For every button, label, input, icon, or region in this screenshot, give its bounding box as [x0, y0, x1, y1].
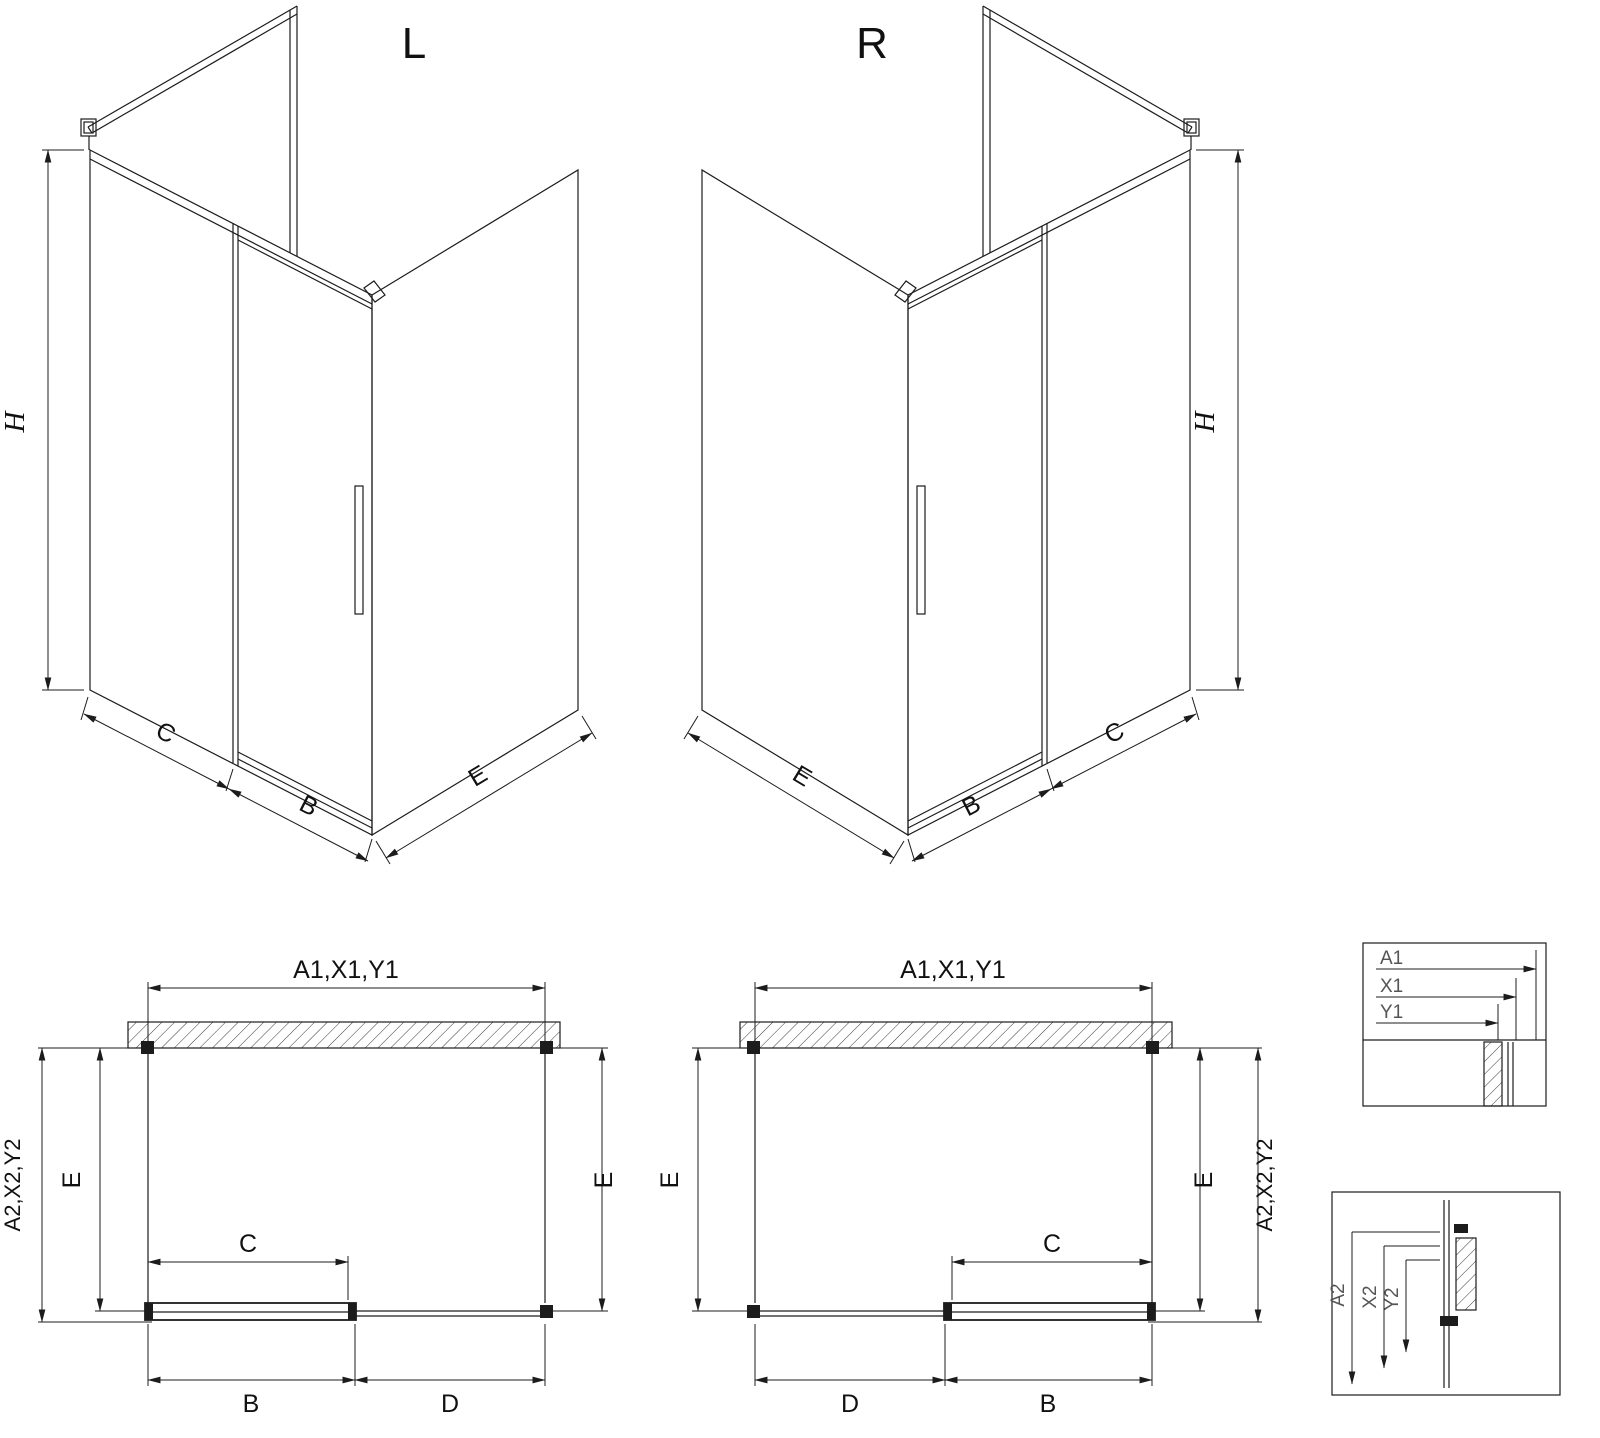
dimension-e: E — [683, 715, 905, 865]
dim-label-e: E — [58, 1172, 86, 1189]
corner-connector — [363, 280, 386, 303]
detail-label-a1: A1 — [1380, 948, 1403, 969]
dim-label-d: D — [441, 1390, 459, 1418]
back-wall-panel — [982, 5, 1200, 256]
wall-section-hatched — [739, 1021, 1173, 1049]
door-top-profile — [237, 239, 373, 310]
detail-label-y1: Y1 — [1380, 1002, 1403, 1023]
dimension-e-right: E — [1148, 1047, 1262, 1312]
dim-label-e: E — [656, 1172, 684, 1189]
dim-label-b: B — [243, 1390, 260, 1418]
dim-label-b: B — [958, 790, 986, 823]
dim-label-c: C — [1043, 1230, 1061, 1258]
corner-connector — [894, 280, 917, 303]
sliding-wall — [907, 149, 1191, 836]
detail-box-wall-profile-top: A1 X1 Y1 — [1362, 942, 1547, 1107]
detail-label-y2: Y2 — [1382, 1287, 1403, 1310]
wall-section-hatched — [1483, 1041, 1503, 1107]
dimension-e-right: E — [548, 1047, 618, 1312]
dimension-a2: A2,X2,Y2 — [0, 1047, 152, 1323]
dimension-height: H — [1189, 149, 1244, 691]
dimension-c: C — [951, 1230, 1153, 1300]
corner-bracket — [540, 1305, 553, 1318]
dimension-b-d: B D — [147, 1324, 546, 1418]
dimension-e-left: E — [38, 1047, 152, 1312]
iso-view-right: R — [683, 5, 1244, 865]
detail-label-x1: X1 — [1380, 976, 1403, 997]
dim-label-c: C — [151, 716, 180, 749]
dim-label-e: E — [1190, 1172, 1218, 1189]
iso-view-left: L — [0, 5, 597, 865]
dimension-e: E — [375, 715, 597, 865]
dim-label-a2: A2,X2,Y2 — [0, 1139, 25, 1232]
sliding-door-plan — [144, 1302, 357, 1321]
side-panel — [371, 168, 579, 837]
dimension-a2: A2,X2,Y2 — [1148, 1047, 1277, 1323]
dim-label-a2: A2,X2,Y2 — [1252, 1139, 1277, 1232]
corner-bracket — [540, 1041, 553, 1054]
sliding-door-plan — [943, 1302, 1156, 1321]
iso-left-title: L — [402, 19, 426, 68]
dimension-a1: A1,X1,Y1 — [754, 956, 1153, 1045]
top-rail — [907, 158, 1191, 305]
door-handle — [354, 485, 364, 615]
dimension-b: B — [228, 788, 373, 863]
dim-label-d: D — [841, 1390, 859, 1418]
dim-label-h: H — [1189, 409, 1221, 433]
iso-right-title: R — [856, 19, 888, 68]
dimension-b: B — [907, 788, 1052, 863]
detail-label-x2: X2 — [1360, 1285, 1381, 1308]
top-rail — [89, 158, 373, 305]
dimension-c: C — [80, 696, 234, 792]
sliding-wall — [89, 149, 373, 836]
profile-section-hatched — [1455, 1237, 1477, 1311]
dimension-c: C — [1046, 696, 1200, 792]
door-handle — [916, 485, 926, 615]
dim-label-a1: A1,X1,Y1 — [900, 956, 1006, 984]
dim-label-c: C — [239, 1230, 257, 1258]
corner-bracket — [747, 1305, 760, 1318]
detail-label-a2: A2 — [1328, 1283, 1349, 1306]
dim-label-h: H — [0, 409, 31, 433]
door-top-profile — [907, 239, 1043, 310]
detail-box-door-profile-bottom: A2 X2 Y2 — [1328, 1191, 1561, 1396]
dimension-e-left: E — [656, 1047, 752, 1312]
dimension-b-d: D B — [754, 1324, 1153, 1418]
side-panel — [701, 168, 909, 837]
corner-bracket — [747, 1041, 760, 1054]
wall-section-hatched — [127, 1021, 561, 1049]
dim-label-a1: A1,X1,Y1 — [293, 956, 399, 984]
roller-bracket — [1440, 1316, 1458, 1326]
plan-view-right: A1,X1,Y1 E E A2,X2,Y2 — [656, 956, 1277, 1418]
back-wall-panel — [80, 5, 298, 256]
dimension-c: C — [147, 1230, 349, 1300]
profile-bracket — [1454, 1224, 1468, 1233]
dim-label-b: B — [1040, 1390, 1057, 1418]
plan-view-left: A1,X1,Y1 E A2,X2,Y2 E — [0, 956, 618, 1418]
dim-label-e: E — [590, 1172, 618, 1189]
dimension-height: H — [0, 149, 84, 691]
dim-label-b: B — [295, 790, 323, 823]
dim-label-c: C — [1100, 716, 1129, 749]
dimension-a1: A1,X1,Y1 — [147, 956, 546, 1045]
